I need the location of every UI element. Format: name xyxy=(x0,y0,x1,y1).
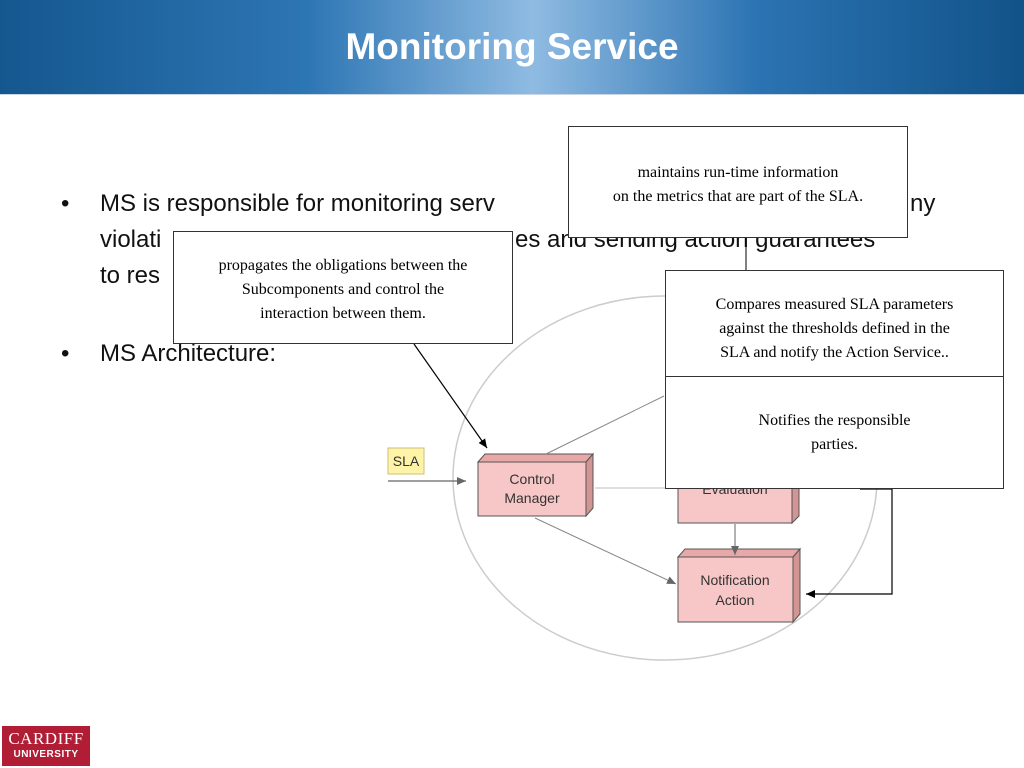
bullet-1-line1-end: ny xyxy=(910,190,936,217)
notify-callout-arrow xyxy=(806,488,893,598)
bullet-2-marker: • xyxy=(61,340,70,367)
bullet-1-line1-start: MS is responsible for monitoring serv xyxy=(100,190,495,217)
compare-line3: SLA and notify the Action Service.. xyxy=(720,344,949,361)
cardiff-university-logo: CARDIFF UNIVERSITY xyxy=(2,726,90,766)
notification-action-node: Notification Action xyxy=(676,547,802,624)
compare-line1: Compares measured SLA parameters xyxy=(715,296,954,313)
compare-callout: Compares measured SLA parameters against… xyxy=(665,270,1004,380)
notification-action-label-line1: Notification xyxy=(700,572,769,588)
obligations-line3: interaction between them. xyxy=(260,305,426,322)
obligations-callout-arrow xyxy=(413,343,488,449)
control-manager-node: Control Manager xyxy=(476,452,595,518)
notify-line1: Notifies the responsible xyxy=(758,412,911,429)
obligations-line2: Subcomponents and control the xyxy=(241,281,445,298)
logo-line2: UNIVERSITY xyxy=(13,749,79,760)
metrics-info-line2: on the metrics that are part of the SLA. xyxy=(612,188,864,205)
sla-tag: SLA xyxy=(387,447,425,475)
obligations-line1: propagates the obligations between the xyxy=(218,257,468,274)
metrics-info-line1: maintains run-time information xyxy=(637,164,839,181)
bullet-1-line2-start: violati xyxy=(100,226,162,253)
bullet-1-marker: • xyxy=(61,190,70,217)
logo-line1: CARDIFF xyxy=(8,729,84,748)
notify-callout: Notifies the responsible parties. xyxy=(665,376,1004,489)
obligations-callout: propagates the obligations between the S… xyxy=(173,231,513,344)
control-manager-label-line1: Control xyxy=(509,471,554,487)
sla-tag-label: SLA xyxy=(393,453,420,469)
control-to-notification-arrow xyxy=(534,517,677,585)
notify-line2: parties. xyxy=(811,436,858,453)
control-manager-label-line2: Manager xyxy=(504,490,560,506)
compare-line2: against the thresholds defined in the xyxy=(719,320,950,337)
bullet-2-text: MS Architecture: xyxy=(100,340,277,367)
bullet-1-line3-start: to res xyxy=(100,262,161,289)
metrics-info-callout: maintains run-time information on the me… xyxy=(568,126,908,238)
slide-title: Monitoring Service xyxy=(345,26,679,67)
control-to-upper-line xyxy=(545,395,665,455)
notification-action-label-line2: Action xyxy=(716,592,755,608)
title-bar: Monitoring Service xyxy=(0,0,1024,95)
